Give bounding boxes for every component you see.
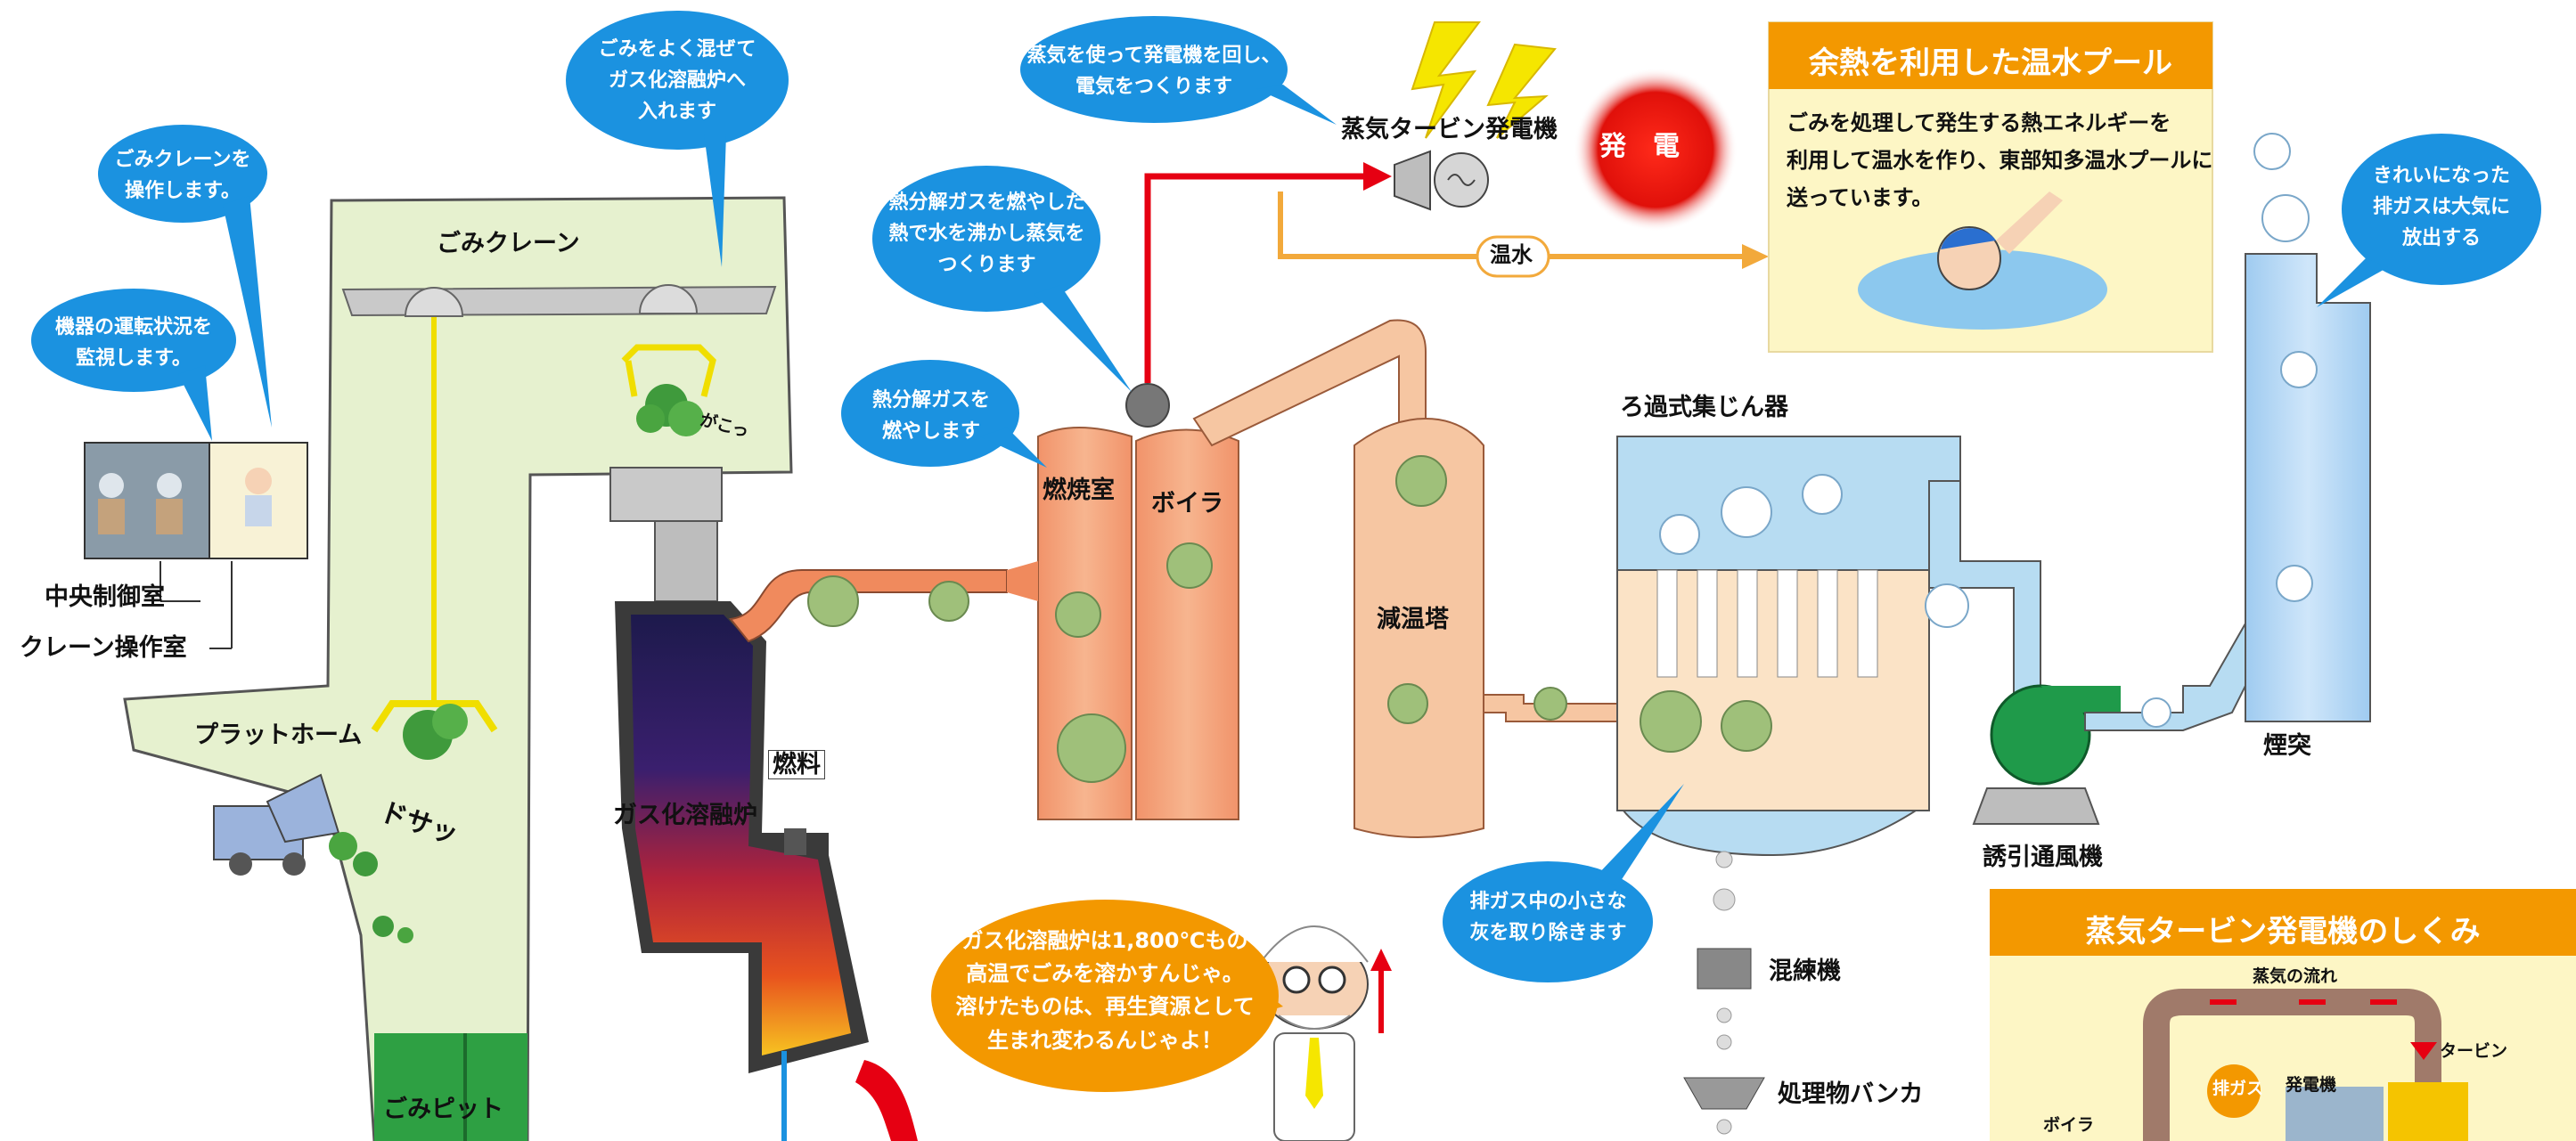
bubble-remove-ash: 排ガス中の小さな 灰を取り除きます <box>1469 891 1627 945</box>
turbine-panel-boiler: ボイラ <box>2043 1115 2095 1135</box>
label-waste-crane: ごみクレーン <box>437 230 580 257</box>
bubble-monitor: 機器の運転状況を 監視します。 <box>54 316 212 371</box>
clean-puffs <box>1659 133 2318 728</box>
feed-hopper <box>609 467 723 602</box>
pool-panel-bg <box>1768 21 2213 353</box>
turbine-panel-bg <box>1990 889 2576 1141</box>
turbine-panel-exhaust: 排ガス <box>2212 1079 2264 1098</box>
ash-line <box>1683 851 1765 1135</box>
control-room <box>84 442 308 649</box>
label-melting-furnace: ガス化溶融炉 <box>613 802 757 829</box>
bubble-crane-operate: ごみクレーンを 操作します。 <box>114 149 251 203</box>
professor-speech-bg <box>931 900 1283 1092</box>
speech-bubbles <box>31 11 2541 982</box>
turbine-panel-generator: 発電機 <box>2286 1075 2337 1095</box>
turbine-panel-turbine: タービン <box>2440 1041 2508 1061</box>
bubble-boil-water: 熱分解ガスを燃やした 熱で水を沸かし蒸気を つくります <box>888 192 1085 277</box>
bubble-mix-waste: ごみをよく混ぜて ガス化溶融炉へ 入れます <box>598 38 756 124</box>
bubble-burn-gas: 熱分解ガスを 燃やします <box>871 389 990 444</box>
bubble-clean-exhaust: きれいになった 排ガスは大気に 放出する <box>2372 165 2510 250</box>
label-hot-water: 温水 <box>1490 242 1533 267</box>
label-turbine: 蒸気タービン発電機 <box>1341 116 1558 143</box>
turbine-panel-title: 蒸気タービン発電機のしくみ <box>2085 914 2481 949</box>
pool-panel-title: 余熱を利用した温水プール <box>1809 45 2172 81</box>
plant-building <box>123 196 793 1141</box>
smoke-puffs <box>807 455 1772 783</box>
induced-draft-fan <box>1972 498 2269 825</box>
label-platform: プラットホーム <box>194 721 363 749</box>
label-power: 発 電 <box>1599 131 1680 162</box>
label-chimney: 煙突 <box>2263 732 2311 760</box>
label-cooling-tower: 減温塔 <box>1377 606 1449 633</box>
label-bag-filter: ろ過式集じん器 <box>1620 394 1788 421</box>
label-crane-room: クレーン操作室 <box>20 634 187 662</box>
label-combustion-chamber: 燃焼室 <box>1043 477 1115 504</box>
steam-pipe <box>1144 162 1392 383</box>
label-induced-fan: 誘引通風機 <box>1983 844 2103 871</box>
label-bunker: 処理物バンカ <box>1778 1080 1924 1108</box>
turbine-generator <box>1394 21 1738 232</box>
label-waste-pit: ごみピット <box>383 1096 503 1123</box>
bag-filter <box>1616 436 2041 857</box>
label-fuel: 燃料 <box>768 750 825 780</box>
professor-speech: ガス化溶融炉は1,800℃もの 高温でごみを溶かすんじゃ。 溶けたものは、再生資… <box>955 928 1255 1053</box>
turbine-panel: 蒸気タービン発電機のしくみ 蒸気の流れ タービン 発電機 排ガス ボイラ <box>1990 889 2576 1141</box>
hot-water-pipe <box>1278 192 1769 278</box>
bubble-steam-power: 蒸気を使って発電機を回し、 電気をつくります <box>1026 45 1281 99</box>
label-mixer: 混練機 <box>1769 958 1841 985</box>
waste-crane <box>341 284 777 760</box>
garbage-truck <box>213 773 413 943</box>
turbine-panel-steam-flow: 蒸気の流れ <box>2253 966 2338 986</box>
professor-illustration <box>1260 925 1392 1141</box>
chimney <box>2245 253 2371 722</box>
label-boiler: ボイラ <box>1151 490 1223 518</box>
pool-panel-body: ごみを処理して発生する熱エネルギーを 利用して温水を作り、東部知多温水プールに … <box>1787 110 2213 210</box>
cooling-tower <box>1353 417 1623 838</box>
label-central-control: 中央制御室 <box>45 583 165 611</box>
pool-panel: 余熱を利用した温水プール ごみを処理して発生する熱エネルギーを 利用して温水を作… <box>1769 22 2212 352</box>
